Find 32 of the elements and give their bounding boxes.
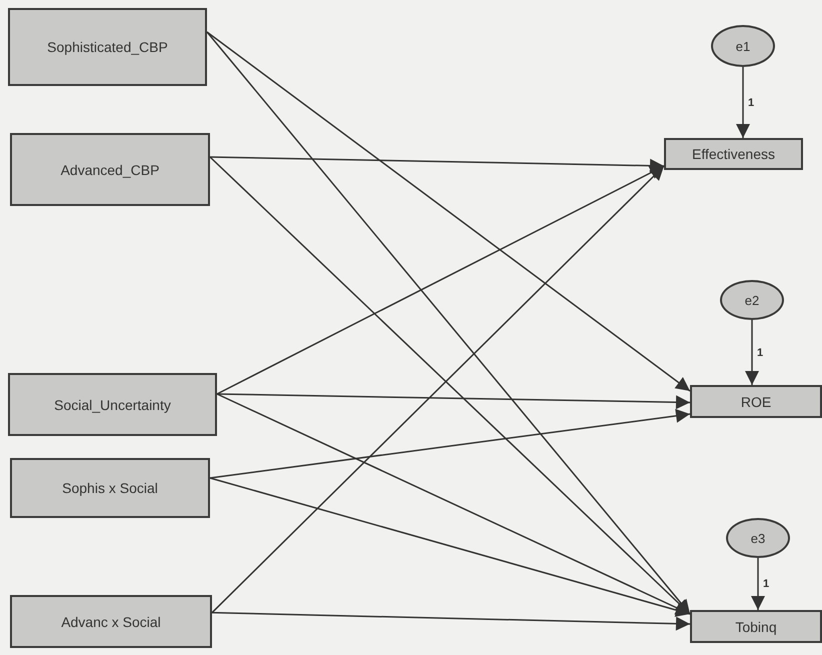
edge-label: 1: [757, 346, 764, 358]
node-label: Tobinq: [735, 618, 777, 634]
arrow: [212, 612, 690, 631]
node-label: Advanced_CBP: [60, 162, 160, 178]
variable-box: [8, 8, 207, 86]
arrow: [210, 156, 664, 173]
node-label: e2: [744, 292, 760, 308]
arrow: [210, 408, 690, 479]
arrow: [210, 477, 690, 617]
node-label: Sophisticated_CBP: [47, 39, 168, 55]
arrow: [745, 320, 759, 385]
variable-box: [8, 373, 217, 436]
variable-box: [690, 610, 822, 643]
node-label: Advanc x Social: [61, 614, 161, 630]
variable-box: [690, 385, 822, 418]
node-label: ROE: [740, 394, 772, 410]
arrow: [206, 32, 691, 614]
variable-box: [10, 458, 210, 518]
arrow: [736, 67, 750, 138]
variable-box: [10, 595, 212, 648]
edge-label: 1: [763, 578, 770, 590]
arrow: [216, 393, 690, 410]
node-label: Sophis x Social: [62, 480, 158, 496]
node-label: e1: [736, 38, 750, 54]
variable-box: [664, 138, 803, 170]
node-label: e3: [750, 530, 766, 546]
edge-label: 1: [748, 96, 754, 108]
variable-box: [10, 133, 210, 206]
arrow: [751, 558, 765, 610]
arrow: [206, 31, 690, 392]
node-label: Social_Uncertainty: [54, 396, 171, 412]
node-label: Effectiveness: [692, 146, 775, 162]
